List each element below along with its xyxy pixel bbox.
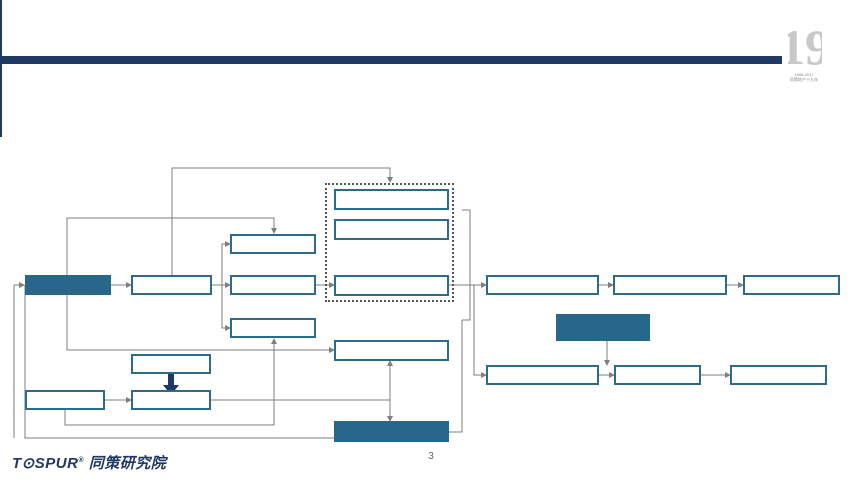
left-accent-bar xyxy=(0,0,2,137)
brand-logo: T⊙SPUR® 同策研究院 xyxy=(12,452,166,473)
node-c-bottom xyxy=(230,318,316,338)
group-node-2 xyxy=(334,219,449,240)
logo-caption: 1998-2017 同策地产十九年 xyxy=(780,72,828,82)
brand-registered: ® xyxy=(78,457,85,464)
page-number: 3 xyxy=(428,451,434,462)
node-f-bottom xyxy=(131,390,211,410)
node-g xyxy=(25,390,105,410)
node-b xyxy=(131,275,212,295)
node-i xyxy=(613,275,727,295)
group-node-1 xyxy=(334,189,449,210)
anniversary-19-logo: 19 xyxy=(788,16,822,86)
node-c-top xyxy=(230,234,316,254)
node-c-mid xyxy=(230,275,316,295)
source-node xyxy=(25,275,111,295)
thick-down-arrow-icon xyxy=(163,370,179,395)
brand-chinese: 同策研究院 xyxy=(88,455,167,472)
dotted-group-box xyxy=(325,183,454,302)
group-node-3 xyxy=(334,275,449,296)
node-j xyxy=(743,275,840,295)
header-banner-bar xyxy=(0,56,782,64)
node-m xyxy=(614,365,701,385)
node-f-top xyxy=(131,354,211,374)
logo-subtitle: 同策地产十九年 xyxy=(790,77,818,82)
node-feedback xyxy=(334,421,449,442)
node-n xyxy=(730,365,827,385)
logo-years: 1998-2017 xyxy=(794,72,814,77)
node-l xyxy=(486,365,599,385)
node-k xyxy=(556,314,650,341)
brand-name: T⊙SPUR xyxy=(12,455,79,472)
node-e xyxy=(334,340,449,361)
logo-digits: 19 xyxy=(788,19,822,72)
node-h xyxy=(486,275,599,295)
